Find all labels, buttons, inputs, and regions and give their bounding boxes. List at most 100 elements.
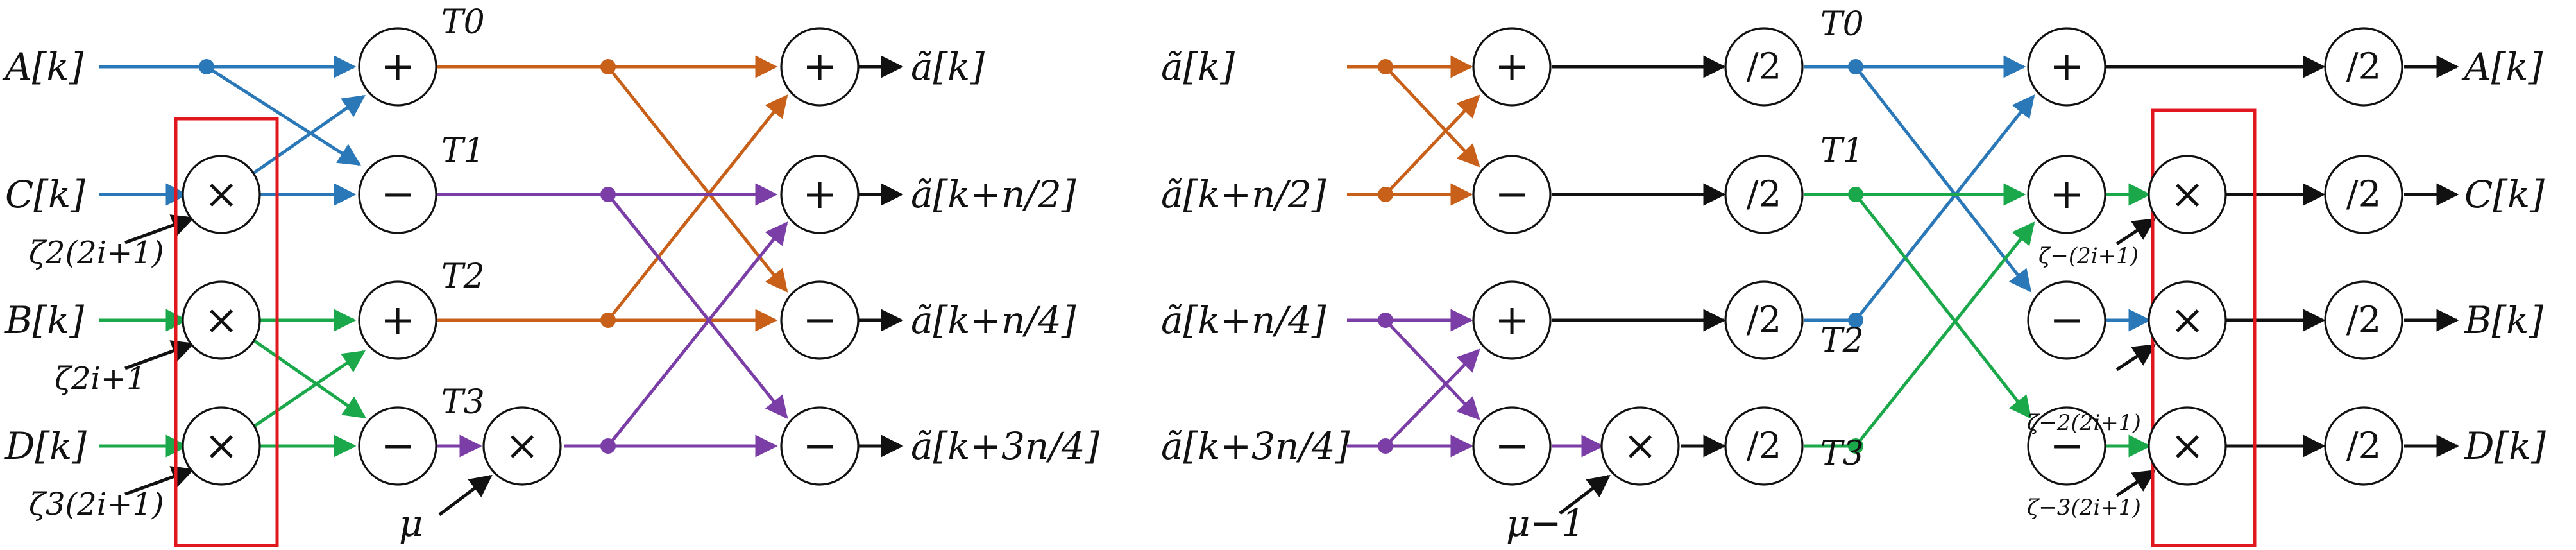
junction-dot: [1378, 59, 1393, 74]
subtract-node: [358, 406, 437, 486]
halve-symbol: /2: [1747, 46, 1782, 88]
wire: [1384, 319, 1480, 420]
t-label: T0: [1820, 5, 1864, 44]
twiddle-label: ζ−2(2i+1): [2027, 410, 2141, 436]
multiply-symbol: ×: [2170, 171, 2205, 218]
wire: [205, 65, 361, 166]
right-labels: ã[k] ã[k+n/2] ã[k+n/4] ã[k+3n/4] μ−1 T0 …: [1161, 5, 2546, 545]
t-label: T1: [441, 132, 485, 170]
mu-arrow: [438, 474, 493, 516]
halve-node: [1724, 155, 1804, 234]
right-butterfly: + − + − × /2 /2 /2 /2 + + − −: [1161, 5, 2546, 547]
twiddle-label: ζ−(2i+1): [2038, 243, 2139, 269]
junction-dot: [1848, 438, 1863, 454]
add-node: [780, 155, 860, 234]
halve-symbol: /2: [2346, 300, 2382, 341]
multiply-symbol: ×: [1623, 422, 1657, 470]
multiply-symbol: ×: [505, 422, 539, 470]
t-label: T2: [1820, 322, 1864, 360]
right-dots: [1378, 59, 1863, 454]
wire: [1854, 221, 2035, 447]
junction-dot: [1378, 313, 1393, 328]
subtract-node: [780, 280, 860, 360]
plus-symbol: +: [380, 296, 415, 344]
subtract-node: [1472, 155, 1552, 234]
halve-symbol: /2: [1747, 300, 1782, 341]
subtract-node: [2027, 406, 2106, 486]
wire: [1854, 94, 2035, 322]
add-node: [1472, 27, 1552, 107]
twiddle-arrow: [2115, 343, 2156, 372]
mu-inverse-arrow: [1559, 474, 1611, 515]
minus-symbol: −: [1495, 422, 1529, 470]
input-label: ã[k]: [1161, 45, 1235, 89]
t-label: T2: [441, 257, 485, 296]
twiddle-label: ζ2(2i+1): [29, 235, 164, 271]
plus-symbol: +: [2049, 43, 2084, 90]
output-label: C[k]: [2464, 173, 2545, 216]
multiply-node: [2148, 406, 2227, 486]
right-nodes: + − + − × /2 /2 /2 /2 + + − −: [1472, 27, 2403, 486]
twiddle-arrow: [2115, 218, 2156, 246]
output-label: D[k]: [2464, 424, 2546, 468]
add-node: [358, 27, 437, 107]
twiddle-label: ζ2i+1: [55, 361, 146, 397]
input-label: ã[k+n/4]: [1161, 298, 1326, 342]
input-label: ã[k+n/2]: [1161, 173, 1326, 216]
junction-dot: [1848, 59, 1863, 74]
multiplier-highlight-box: [174, 117, 279, 547]
halve-node: [2324, 155, 2403, 234]
t-label: T3: [441, 383, 485, 422]
mu-label: μ: [399, 501, 423, 545]
multiply-mu-inverse-node: [1600, 406, 1680, 486]
junction-dot: [1848, 313, 1863, 328]
multiply-symbol: ×: [204, 422, 239, 470]
input-label: ã[k+3n/4]: [1161, 424, 1350, 468]
wire: [252, 350, 366, 429]
add-node: [1472, 280, 1552, 360]
output-label: B[k]: [2464, 298, 2543, 342]
wire: [1384, 348, 1480, 447]
minus-symbol: −: [2049, 422, 2084, 470]
minus-symbol: −: [2049, 296, 2084, 344]
add-node: [2027, 27, 2106, 107]
add-node: [2027, 155, 2106, 234]
junction-dot: [1848, 187, 1863, 202]
halve-node: [1724, 280, 1804, 360]
multiply-mu-node: [482, 406, 562, 486]
multiply-symbol: ×: [204, 171, 239, 218]
halve-symbol: /2: [1747, 425, 1782, 467]
wire: [607, 94, 788, 322]
minus-symbol: −: [380, 171, 415, 218]
left-labels: A[k] C[k] B[k] D[k] ζ2(2i+1) ζ2i+1 ζ3(2i…: [2, 3, 1100, 545]
t-label: T0: [441, 3, 485, 42]
junction-dot: [1378, 438, 1393, 454]
output-label: ã[k+n/2]: [911, 173, 1076, 216]
multiply-node: [182, 406, 261, 486]
minus-symbol: −: [1495, 171, 1529, 218]
halve-node: [1724, 406, 1804, 486]
input-label: B[k]: [4, 298, 84, 342]
multiply-symbol: ×: [2170, 296, 2205, 344]
subtract-node: [1472, 406, 1552, 486]
plus-symbol: +: [2049, 171, 2084, 218]
halve-node: [2324, 406, 2403, 486]
halve-symbol: /2: [2346, 46, 2382, 88]
left-dots: [199, 59, 616, 454]
halve-node: [2324, 280, 2403, 360]
left-nodes: × × × + − + − × + + − −: [182, 27, 860, 486]
halve-symbol: /2: [2346, 425, 2382, 467]
input-label: D[k]: [4, 424, 87, 468]
twiddle-arrow: [124, 340, 195, 370]
halve-symbol: /2: [1747, 174, 1782, 216]
wire: [1384, 94, 1480, 196]
twiddle-arrow: [2115, 469, 2156, 497]
junction-dot: [600, 313, 616, 328]
minus-symbol: −: [380, 422, 415, 470]
add-node: [780, 27, 860, 107]
twiddle-label: ζ3(2i+1): [29, 486, 164, 522]
junction-dot: [600, 59, 616, 74]
junction-dot: [600, 187, 616, 202]
wire: [607, 193, 788, 419]
